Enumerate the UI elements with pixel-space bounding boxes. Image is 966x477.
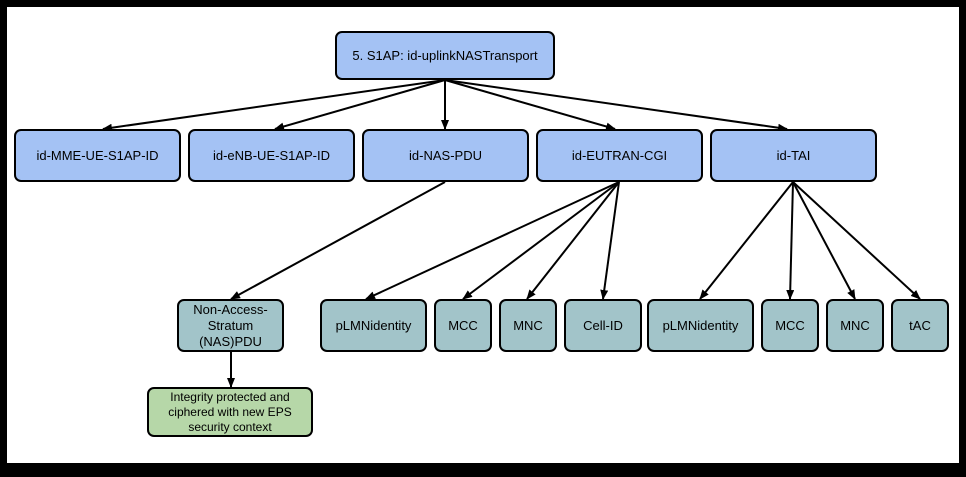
node-enb-ue-s1ap-id: id-eNB-UE-S1AP-ID bbox=[188, 129, 355, 182]
node-tai: id-TAI bbox=[710, 129, 877, 182]
diagram-canvas: 5. S1AP: id-uplinkNASTransport id-MME-UE… bbox=[7, 7, 959, 463]
node-nas-pdu-label: id-NAS-PDU bbox=[409, 147, 482, 163]
node-enb-ue-s1ap-id-label: id-eNB-UE-S1AP-ID bbox=[212, 147, 331, 163]
node-tai-mcc-label: MCC bbox=[775, 317, 805, 333]
edge-cgi-plmn bbox=[365, 181, 620, 300]
node-tac: tAC bbox=[891, 299, 949, 352]
edge-root-tai bbox=[444, 79, 788, 132]
node-tac-label: tAC bbox=[909, 317, 931, 333]
edge-cgi-mnc bbox=[526, 181, 620, 300]
node-cgi-mcc-label: MCC bbox=[448, 317, 478, 333]
edge-cgi-cellid bbox=[600, 181, 620, 300]
node-tai-plmnidentity: pLMNidentity bbox=[647, 299, 754, 352]
edge-root-mme bbox=[102, 79, 446, 132]
edge-tai-plmn bbox=[699, 181, 794, 300]
node-nas-pdu: id-NAS-PDU bbox=[362, 129, 529, 182]
edge-root-cgi bbox=[444, 79, 616, 131]
edge-cgi-mcc bbox=[462, 181, 620, 300]
node-integrity: Integrity protected and ciphered with ne… bbox=[147, 387, 313, 437]
edge-tai-tac bbox=[792, 181, 921, 300]
node-tai-plmnidentity-label: pLMNidentity bbox=[662, 317, 739, 333]
node-root-label: 5. S1AP: id-uplinkNASTransport bbox=[352, 47, 538, 63]
edge-tai-mnc bbox=[792, 181, 856, 300]
node-cgi-mnc: MNC bbox=[499, 299, 557, 352]
edge-layer bbox=[102, 79, 921, 388]
node-root: 5. S1AP: id-uplinkNASTransport bbox=[335, 31, 555, 80]
node-nas-pdu-desc: Non-Access-Stratum (NAS)PDU bbox=[177, 299, 284, 352]
edge-root-enb bbox=[274, 79, 446, 131]
node-tai-mnc: MNC bbox=[826, 299, 884, 352]
node-cgi-mcc: MCC bbox=[434, 299, 492, 352]
edge-tai-mcc bbox=[786, 181, 795, 300]
node-eutran-cgi: id-EUTRAN-CGI bbox=[536, 129, 703, 182]
node-cgi-plmnidentity-label: pLMNidentity bbox=[335, 317, 412, 333]
node-tai-label: id-TAI bbox=[776, 147, 811, 163]
node-cell-id: Cell-ID bbox=[564, 299, 642, 352]
edge-nas-desc bbox=[230, 181, 446, 300]
node-eutran-cgi-label: id-EUTRAN-CGI bbox=[571, 147, 668, 163]
node-integrity-label: Integrity protected and ciphered with ne… bbox=[168, 389, 292, 434]
node-tai-mcc: MCC bbox=[761, 299, 819, 352]
node-cgi-plmnidentity: pLMNidentity bbox=[320, 299, 427, 352]
node-nas-pdu-desc-label: Non-Access-Stratum (NAS)PDU bbox=[193, 301, 268, 349]
node-tai-mnc-label: MNC bbox=[840, 317, 870, 333]
node-cell-id-label: Cell-ID bbox=[583, 317, 623, 333]
node-mme-ue-s1ap-id-label: id-MME-UE-S1AP-ID bbox=[36, 147, 159, 163]
node-cgi-mnc-label: MNC bbox=[513, 317, 543, 333]
node-mme-ue-s1ap-id: id-MME-UE-S1AP-ID bbox=[14, 129, 181, 182]
